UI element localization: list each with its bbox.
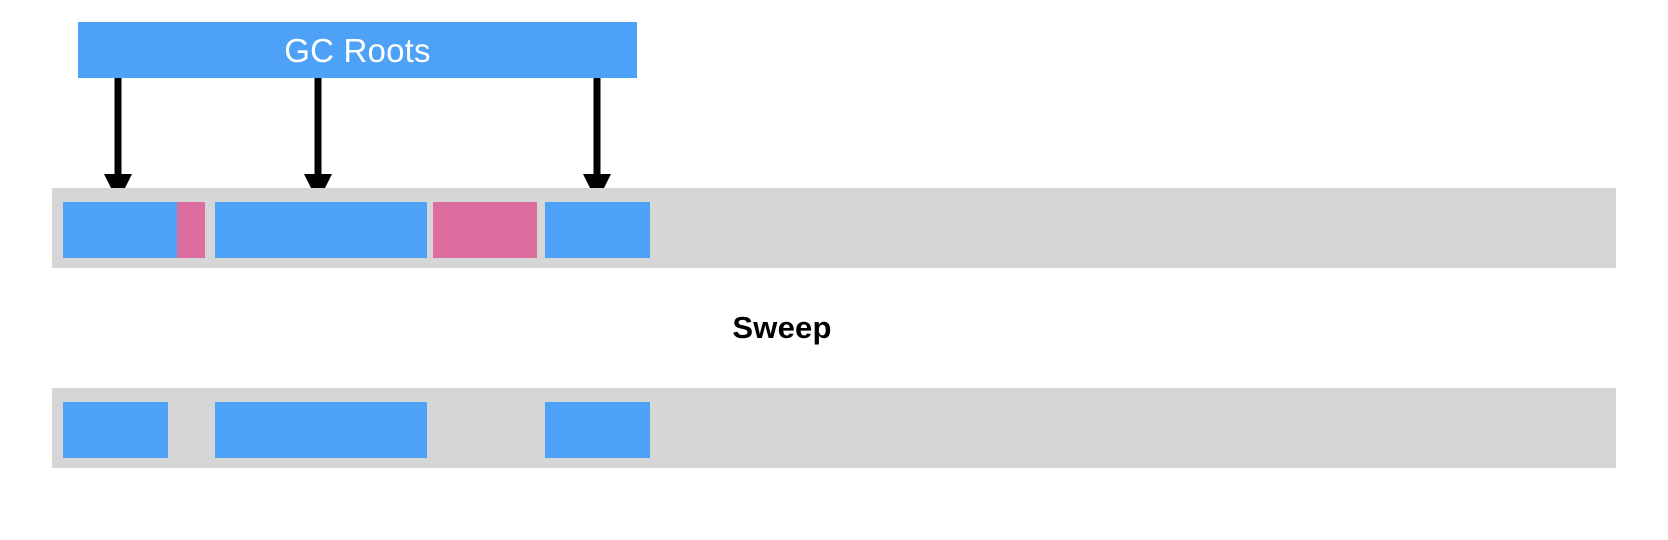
heap-before-sweep (52, 188, 1616, 268)
live-object-block (63, 402, 168, 458)
live-object-block (215, 402, 427, 458)
sweep-label: Sweep (732, 310, 832, 345)
gc-roots-label: GC Roots (284, 31, 431, 69)
reference-arrow-3 (577, 78, 617, 202)
reference-arrow-2 (298, 78, 338, 202)
garbage-object-block (177, 202, 205, 258)
live-object-block (545, 402, 650, 458)
live-object-block (545, 202, 650, 258)
live-object-block (63, 202, 177, 258)
live-object-block (215, 202, 427, 258)
sweep-caption-wrapper: Sweep (0, 310, 1564, 346)
garbage-object-block (433, 202, 537, 258)
gc-roots-box: GC Roots (78, 22, 637, 78)
heap-after-sweep (52, 388, 1616, 468)
reference-arrow-1 (98, 78, 138, 202)
